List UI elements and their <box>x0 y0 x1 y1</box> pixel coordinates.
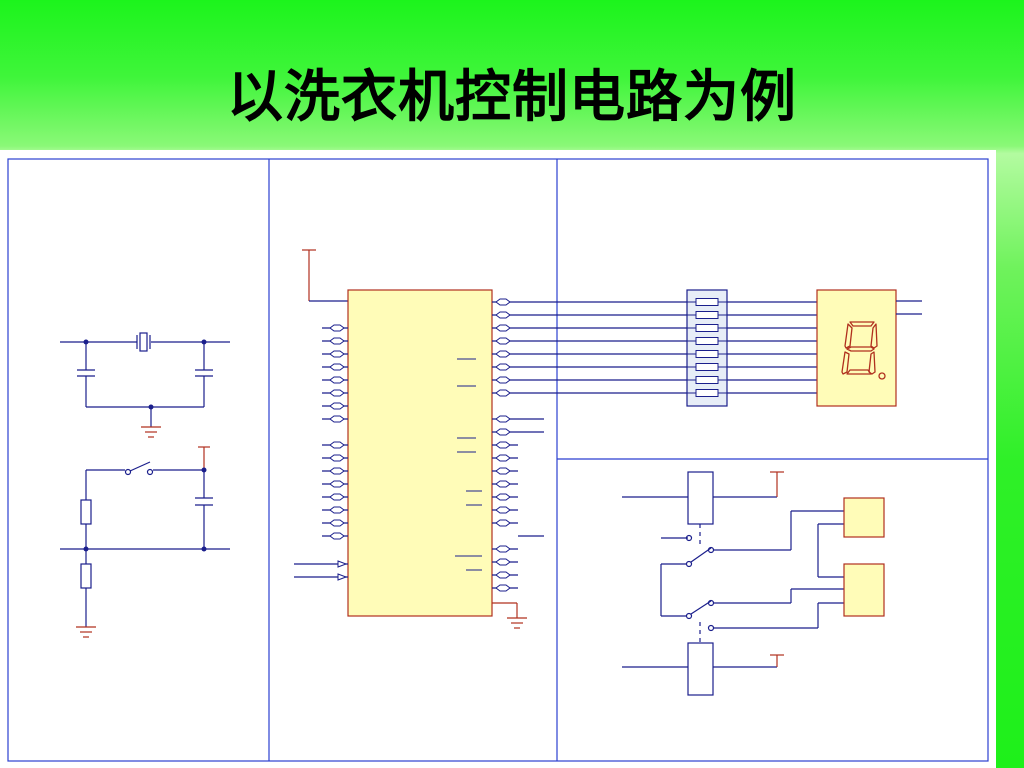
pin-arrow-icon <box>495 519 511 527</box>
pin-arrow-icon <box>495 350 511 358</box>
motor-block-upper <box>843 497 885 538</box>
pin-arrow-icon <box>329 376 345 384</box>
pin-arrow-icon <box>329 519 345 527</box>
ground-icon <box>76 626 96 638</box>
pin-arrow-icon <box>329 454 345 462</box>
resistor-icon <box>695 376 719 384</box>
pin-arrow-icon <box>329 415 345 423</box>
pin-arrow-icon <box>495 467 511 475</box>
vcc-symbol <box>198 446 210 470</box>
resistor-icon <box>695 324 719 332</box>
pin-arrow-icon <box>329 350 345 358</box>
resistor-icon <box>695 350 719 358</box>
pin-arrow-icon <box>495 545 511 553</box>
chip-right-pins <box>492 298 544 592</box>
pin-arrow-icon <box>495 428 511 436</box>
pin-arrow-icon <box>495 571 511 579</box>
display-panel <box>518 289 922 407</box>
resistor-icon <box>695 337 719 345</box>
motor-relay-panel <box>622 471 885 696</box>
outer-frame <box>7 158 989 762</box>
relay-coil-lower <box>687 642 714 696</box>
resistor-icon <box>695 298 719 306</box>
pin-arrow-icon <box>495 415 511 423</box>
pin-arrow-icon <box>495 311 511 319</box>
vcc-symbol <box>770 471 784 497</box>
pin-arrow-icon <box>495 363 511 371</box>
circuit-schematic <box>0 150 996 768</box>
pin-arrow-icon <box>495 480 511 488</box>
chip-left-pins <box>294 324 348 581</box>
pin-arrow-icon <box>329 389 345 397</box>
reset-switch-icon <box>124 461 154 476</box>
resistor-icon <box>695 363 719 371</box>
pin-arrow-icon <box>495 506 511 514</box>
pin-arrow-icon <box>495 376 511 384</box>
relay-contact-arm <box>690 547 712 563</box>
pin-arrow-icon <box>329 493 345 501</box>
pin-arrow-icon <box>329 363 345 371</box>
pin-arrow-icon <box>329 506 345 514</box>
slide-title: 以洗衣机控制电路为例 <box>227 64 797 130</box>
digit-8-icon <box>841 321 886 380</box>
vcc-symbol <box>770 654 784 667</box>
pin-arrow-icon <box>329 532 345 540</box>
resistor-icon <box>695 311 719 319</box>
resistor-network <box>686 289 728 407</box>
pin-arrow-icon <box>495 389 511 397</box>
ground-icon <box>492 602 527 629</box>
pin-arrow-icon <box>495 454 511 462</box>
vcc-symbol <box>302 249 316 301</box>
pin-arrow-icon <box>329 441 345 449</box>
pin-arrow-icon <box>495 441 511 449</box>
relay-coil-upper <box>687 471 714 525</box>
resistor-icon <box>80 563 92 589</box>
pin-arrow-icon <box>329 480 345 488</box>
pin-arrow-icon <box>329 337 345 345</box>
microcontroller-panel <box>294 249 544 629</box>
pin-arrow-icon <box>495 584 511 592</box>
chip-overbar-labels <box>455 358 482 571</box>
panel-borders <box>7 158 989 762</box>
pin-arrow-icon <box>495 558 511 566</box>
pin-arrow-icon <box>495 337 511 345</box>
pin-arrow-icon <box>495 493 511 501</box>
resistor-icon <box>80 499 92 525</box>
pin-arrow-icon <box>495 324 511 332</box>
input-arrow-icon <box>337 560 348 568</box>
ground-icon <box>141 426 161 438</box>
resistor-network-rows <box>687 298 727 397</box>
relay-contact-arm <box>690 600 712 615</box>
clock-reset-panel <box>60 332 230 638</box>
input-arrow-icon <box>337 573 348 581</box>
resistor-icon <box>695 389 719 397</box>
seven-segment-display <box>816 289 897 407</box>
motor-block-lower <box>843 563 885 617</box>
microcontroller-chip <box>347 289 493 617</box>
pin-arrow-icon <box>329 467 345 475</box>
pin-arrow-icon <box>329 402 345 410</box>
crystal-oscillator-icon <box>136 332 151 352</box>
display-bus-wires <box>518 301 817 394</box>
pin-arrow-icon <box>329 324 345 332</box>
pin-arrow-icon <box>495 298 511 306</box>
